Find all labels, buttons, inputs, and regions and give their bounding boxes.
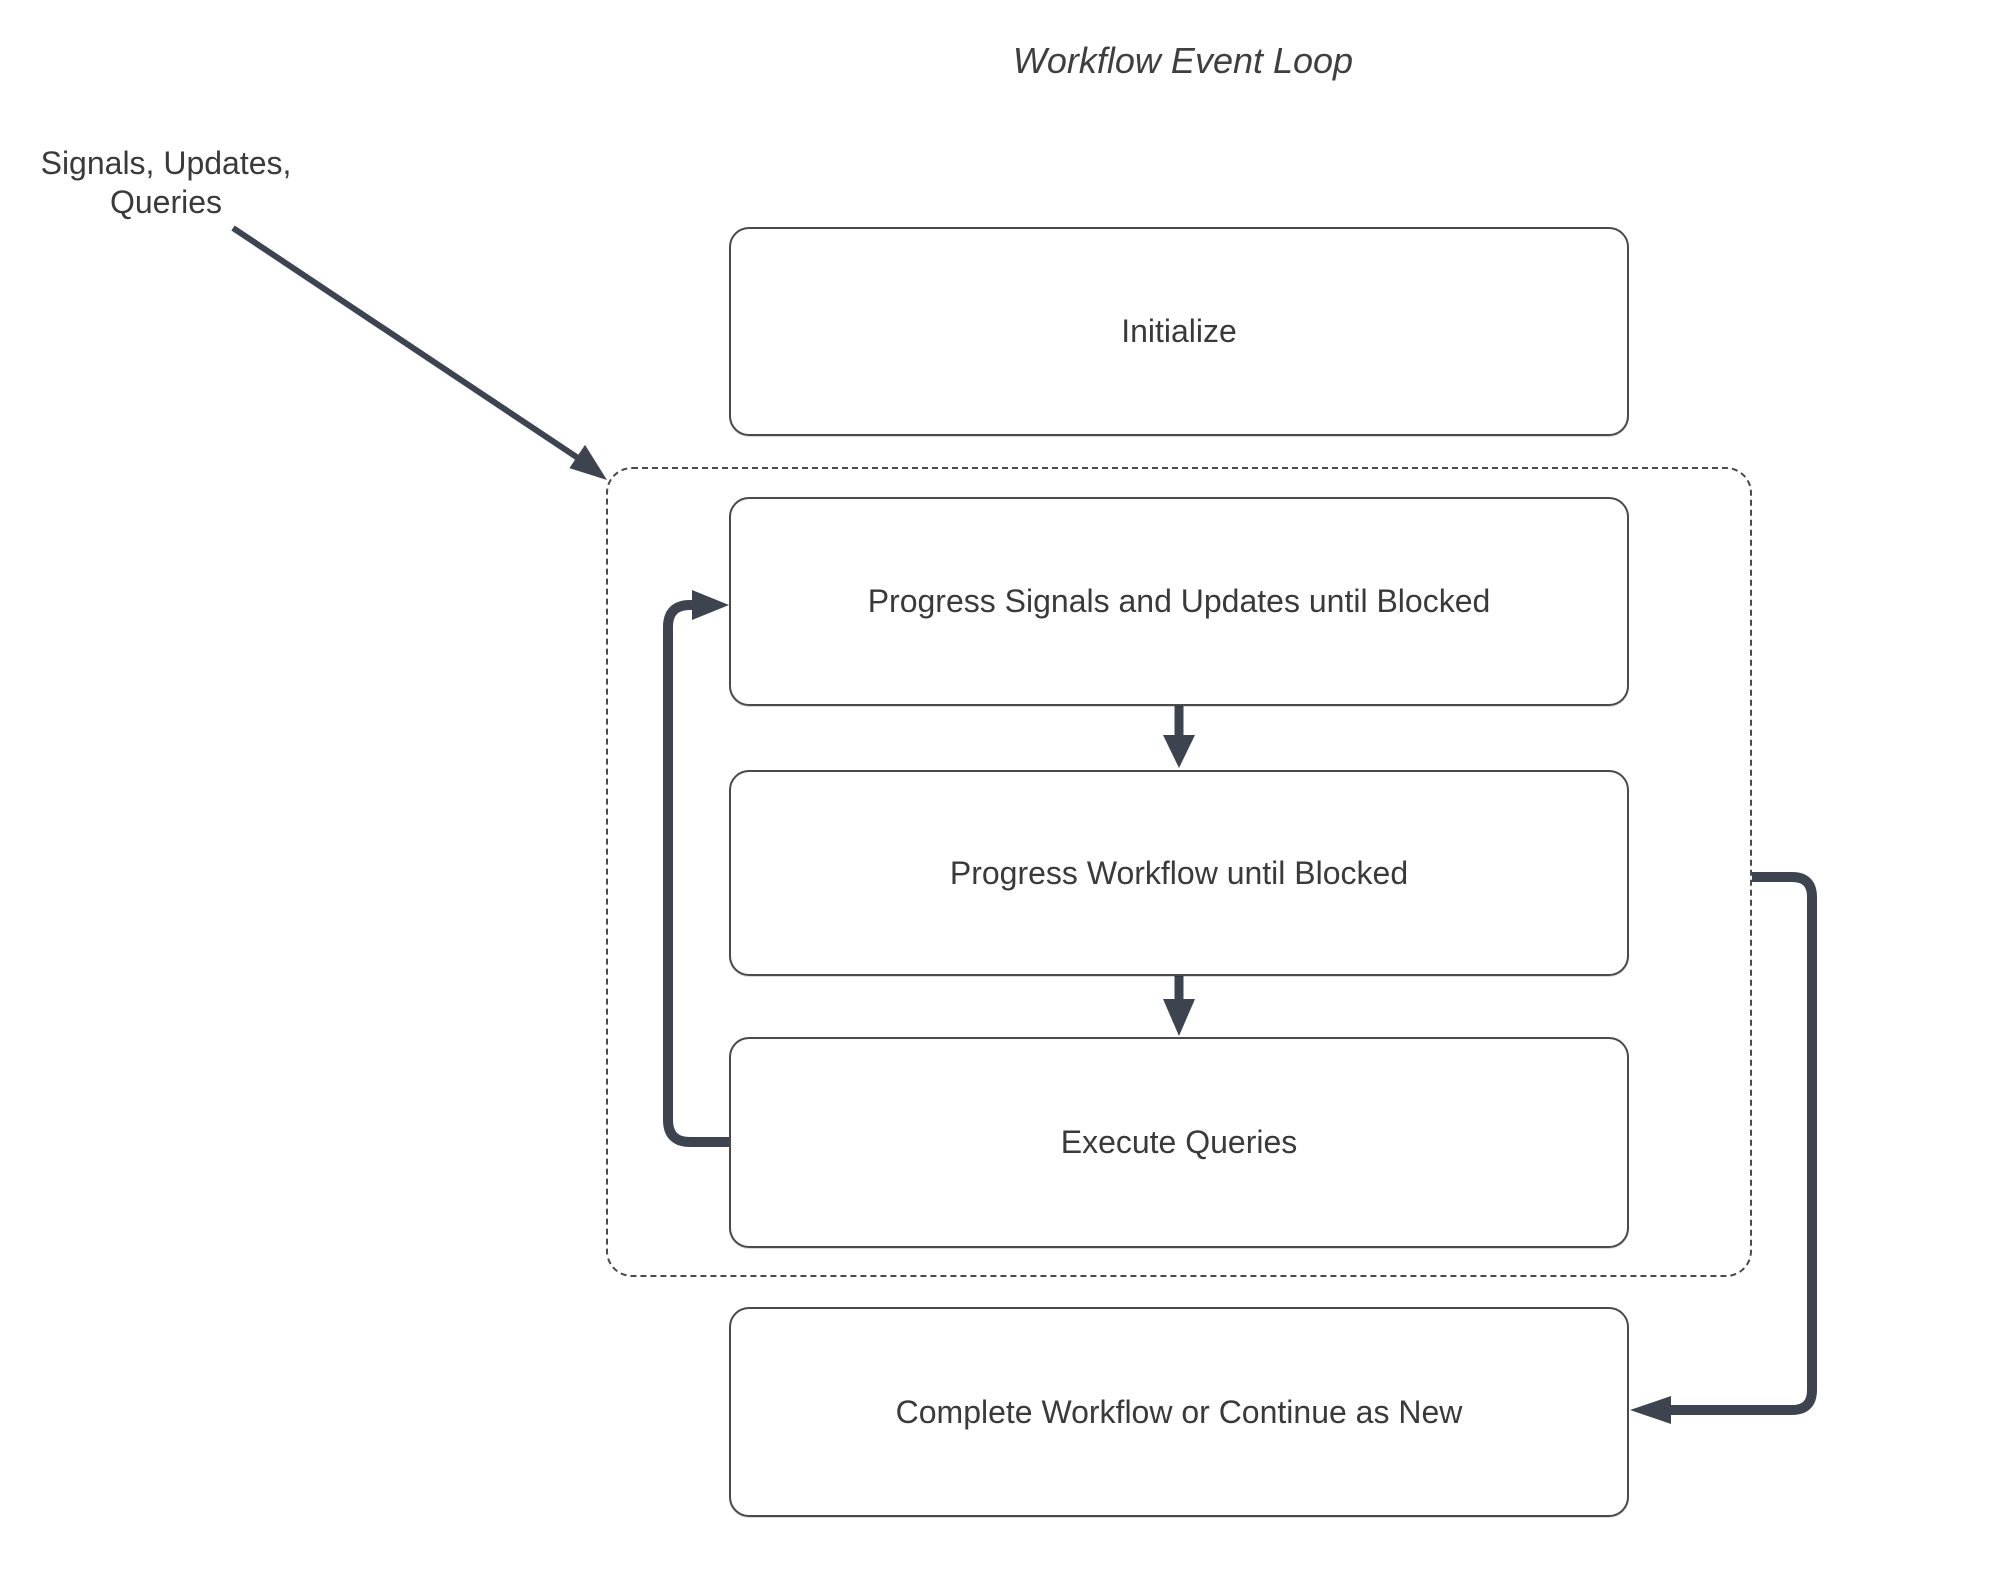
node-execute-queries: Execute Queries xyxy=(729,1037,1629,1248)
node-complete-workflow: Complete Workflow or Continue as New xyxy=(729,1307,1629,1517)
input-label-line1: Signals, Updates, xyxy=(40,145,292,181)
node-progress-signals-label: Progress Signals and Updates until Block… xyxy=(867,583,1491,619)
node-progress-workflow: Progress Workflow until Blocked xyxy=(729,770,1629,976)
complete-arrowhead-icon xyxy=(1630,1396,1671,1424)
diagram-title: Workflow Event Loop xyxy=(1012,40,1354,81)
input-label: Signals, Updates, Queries xyxy=(20,144,312,222)
input-label-line2: Queries xyxy=(109,184,223,220)
input-arrowhead-icon xyxy=(569,444,607,480)
input-arrow xyxy=(231,225,607,480)
node-execute-queries-label: Execute Queries xyxy=(1060,1124,1298,1160)
node-complete-workflow-label: Complete Workflow or Continue as New xyxy=(895,1393,1463,1430)
node-initialize: Initialize xyxy=(729,227,1629,436)
node-progress-signals: Progress Signals and Updates until Block… xyxy=(729,497,1629,706)
node-progress-workflow-label: Progress Workflow until Blocked xyxy=(949,854,1409,891)
node-initialize-label: Initialize xyxy=(1121,313,1237,349)
